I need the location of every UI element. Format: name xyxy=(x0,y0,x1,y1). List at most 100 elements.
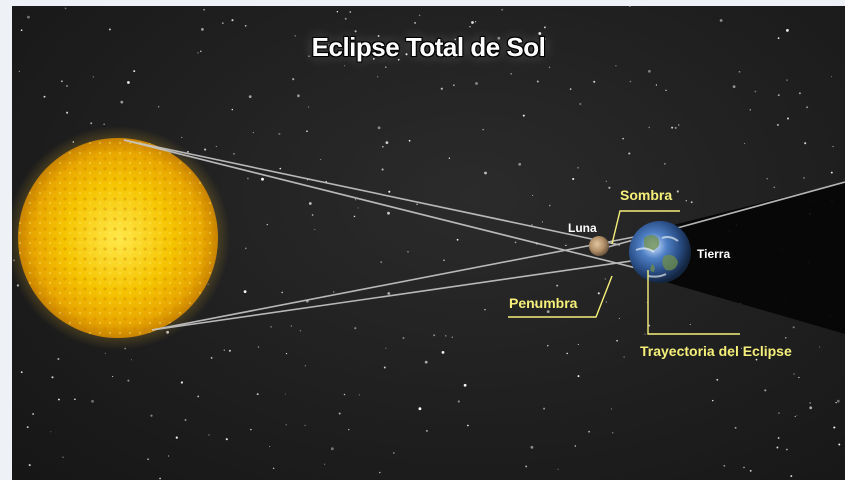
star xyxy=(604,278,607,280)
star xyxy=(32,412,35,416)
star xyxy=(108,28,111,31)
star xyxy=(719,19,723,22)
umbra-label: Sombra xyxy=(620,187,673,203)
star xyxy=(457,400,460,403)
star xyxy=(597,292,600,295)
star xyxy=(343,65,346,67)
star xyxy=(392,452,395,454)
star xyxy=(794,416,796,418)
star xyxy=(611,431,614,434)
star xyxy=(501,8,504,11)
star xyxy=(766,177,768,180)
star xyxy=(252,132,254,134)
star xyxy=(376,75,379,78)
star xyxy=(261,177,264,181)
star xyxy=(304,424,306,427)
star xyxy=(793,373,795,375)
moon-label: Luna xyxy=(568,221,597,235)
star xyxy=(50,431,52,433)
star xyxy=(489,41,492,44)
star xyxy=(448,157,451,159)
star xyxy=(544,38,546,40)
star xyxy=(525,465,528,468)
star xyxy=(290,325,292,327)
star xyxy=(180,381,183,384)
star xyxy=(776,123,779,126)
star xyxy=(307,106,310,108)
star xyxy=(543,407,546,410)
star xyxy=(754,90,757,93)
star xyxy=(629,6,631,7)
star xyxy=(285,352,288,355)
star xyxy=(382,146,384,148)
star xyxy=(402,337,405,339)
star xyxy=(378,471,381,474)
star xyxy=(644,333,646,335)
star xyxy=(284,393,286,395)
star xyxy=(127,81,130,84)
star xyxy=(577,166,580,169)
star xyxy=(377,126,381,130)
star xyxy=(453,56,455,58)
earth-label: Tierra xyxy=(697,247,731,261)
star xyxy=(833,426,836,429)
star xyxy=(778,412,780,414)
star xyxy=(103,123,105,125)
star xyxy=(806,106,809,109)
star xyxy=(776,446,779,449)
star xyxy=(605,180,607,183)
star xyxy=(225,438,228,441)
star xyxy=(588,430,590,433)
star xyxy=(790,475,793,478)
star xyxy=(200,50,202,52)
star xyxy=(798,92,801,95)
star xyxy=(425,429,428,432)
star xyxy=(208,434,210,436)
star xyxy=(349,11,352,13)
star xyxy=(445,335,447,337)
star xyxy=(27,15,30,19)
star xyxy=(51,376,54,379)
star xyxy=(248,95,252,98)
star xyxy=(593,80,596,83)
star xyxy=(655,84,658,86)
star xyxy=(215,145,217,148)
star xyxy=(424,360,428,364)
earth-icon xyxy=(629,221,691,283)
star xyxy=(749,109,752,111)
star xyxy=(463,383,467,387)
star xyxy=(324,463,326,465)
ray-bottom-outer xyxy=(151,236,635,331)
star xyxy=(127,379,130,382)
star xyxy=(786,79,788,81)
star xyxy=(175,436,178,439)
star xyxy=(664,163,666,165)
star xyxy=(20,29,23,32)
ray-top-outer xyxy=(123,139,621,246)
star xyxy=(18,70,20,72)
star xyxy=(418,14,421,17)
star xyxy=(64,7,67,10)
star xyxy=(221,22,224,25)
star xyxy=(311,214,314,216)
star xyxy=(557,468,559,470)
star xyxy=(385,347,387,349)
star xyxy=(629,80,632,83)
star xyxy=(605,301,607,303)
star xyxy=(572,177,575,181)
star xyxy=(685,200,687,202)
star xyxy=(743,466,745,469)
star xyxy=(348,428,350,431)
star xyxy=(184,419,187,421)
star xyxy=(716,378,719,381)
star xyxy=(120,100,124,104)
star xyxy=(433,334,436,337)
moon-icon xyxy=(589,236,609,256)
star xyxy=(92,76,94,78)
star xyxy=(548,66,551,69)
star xyxy=(744,142,746,145)
star xyxy=(243,290,247,293)
star xyxy=(385,66,387,68)
star xyxy=(358,394,360,396)
star xyxy=(158,106,160,108)
